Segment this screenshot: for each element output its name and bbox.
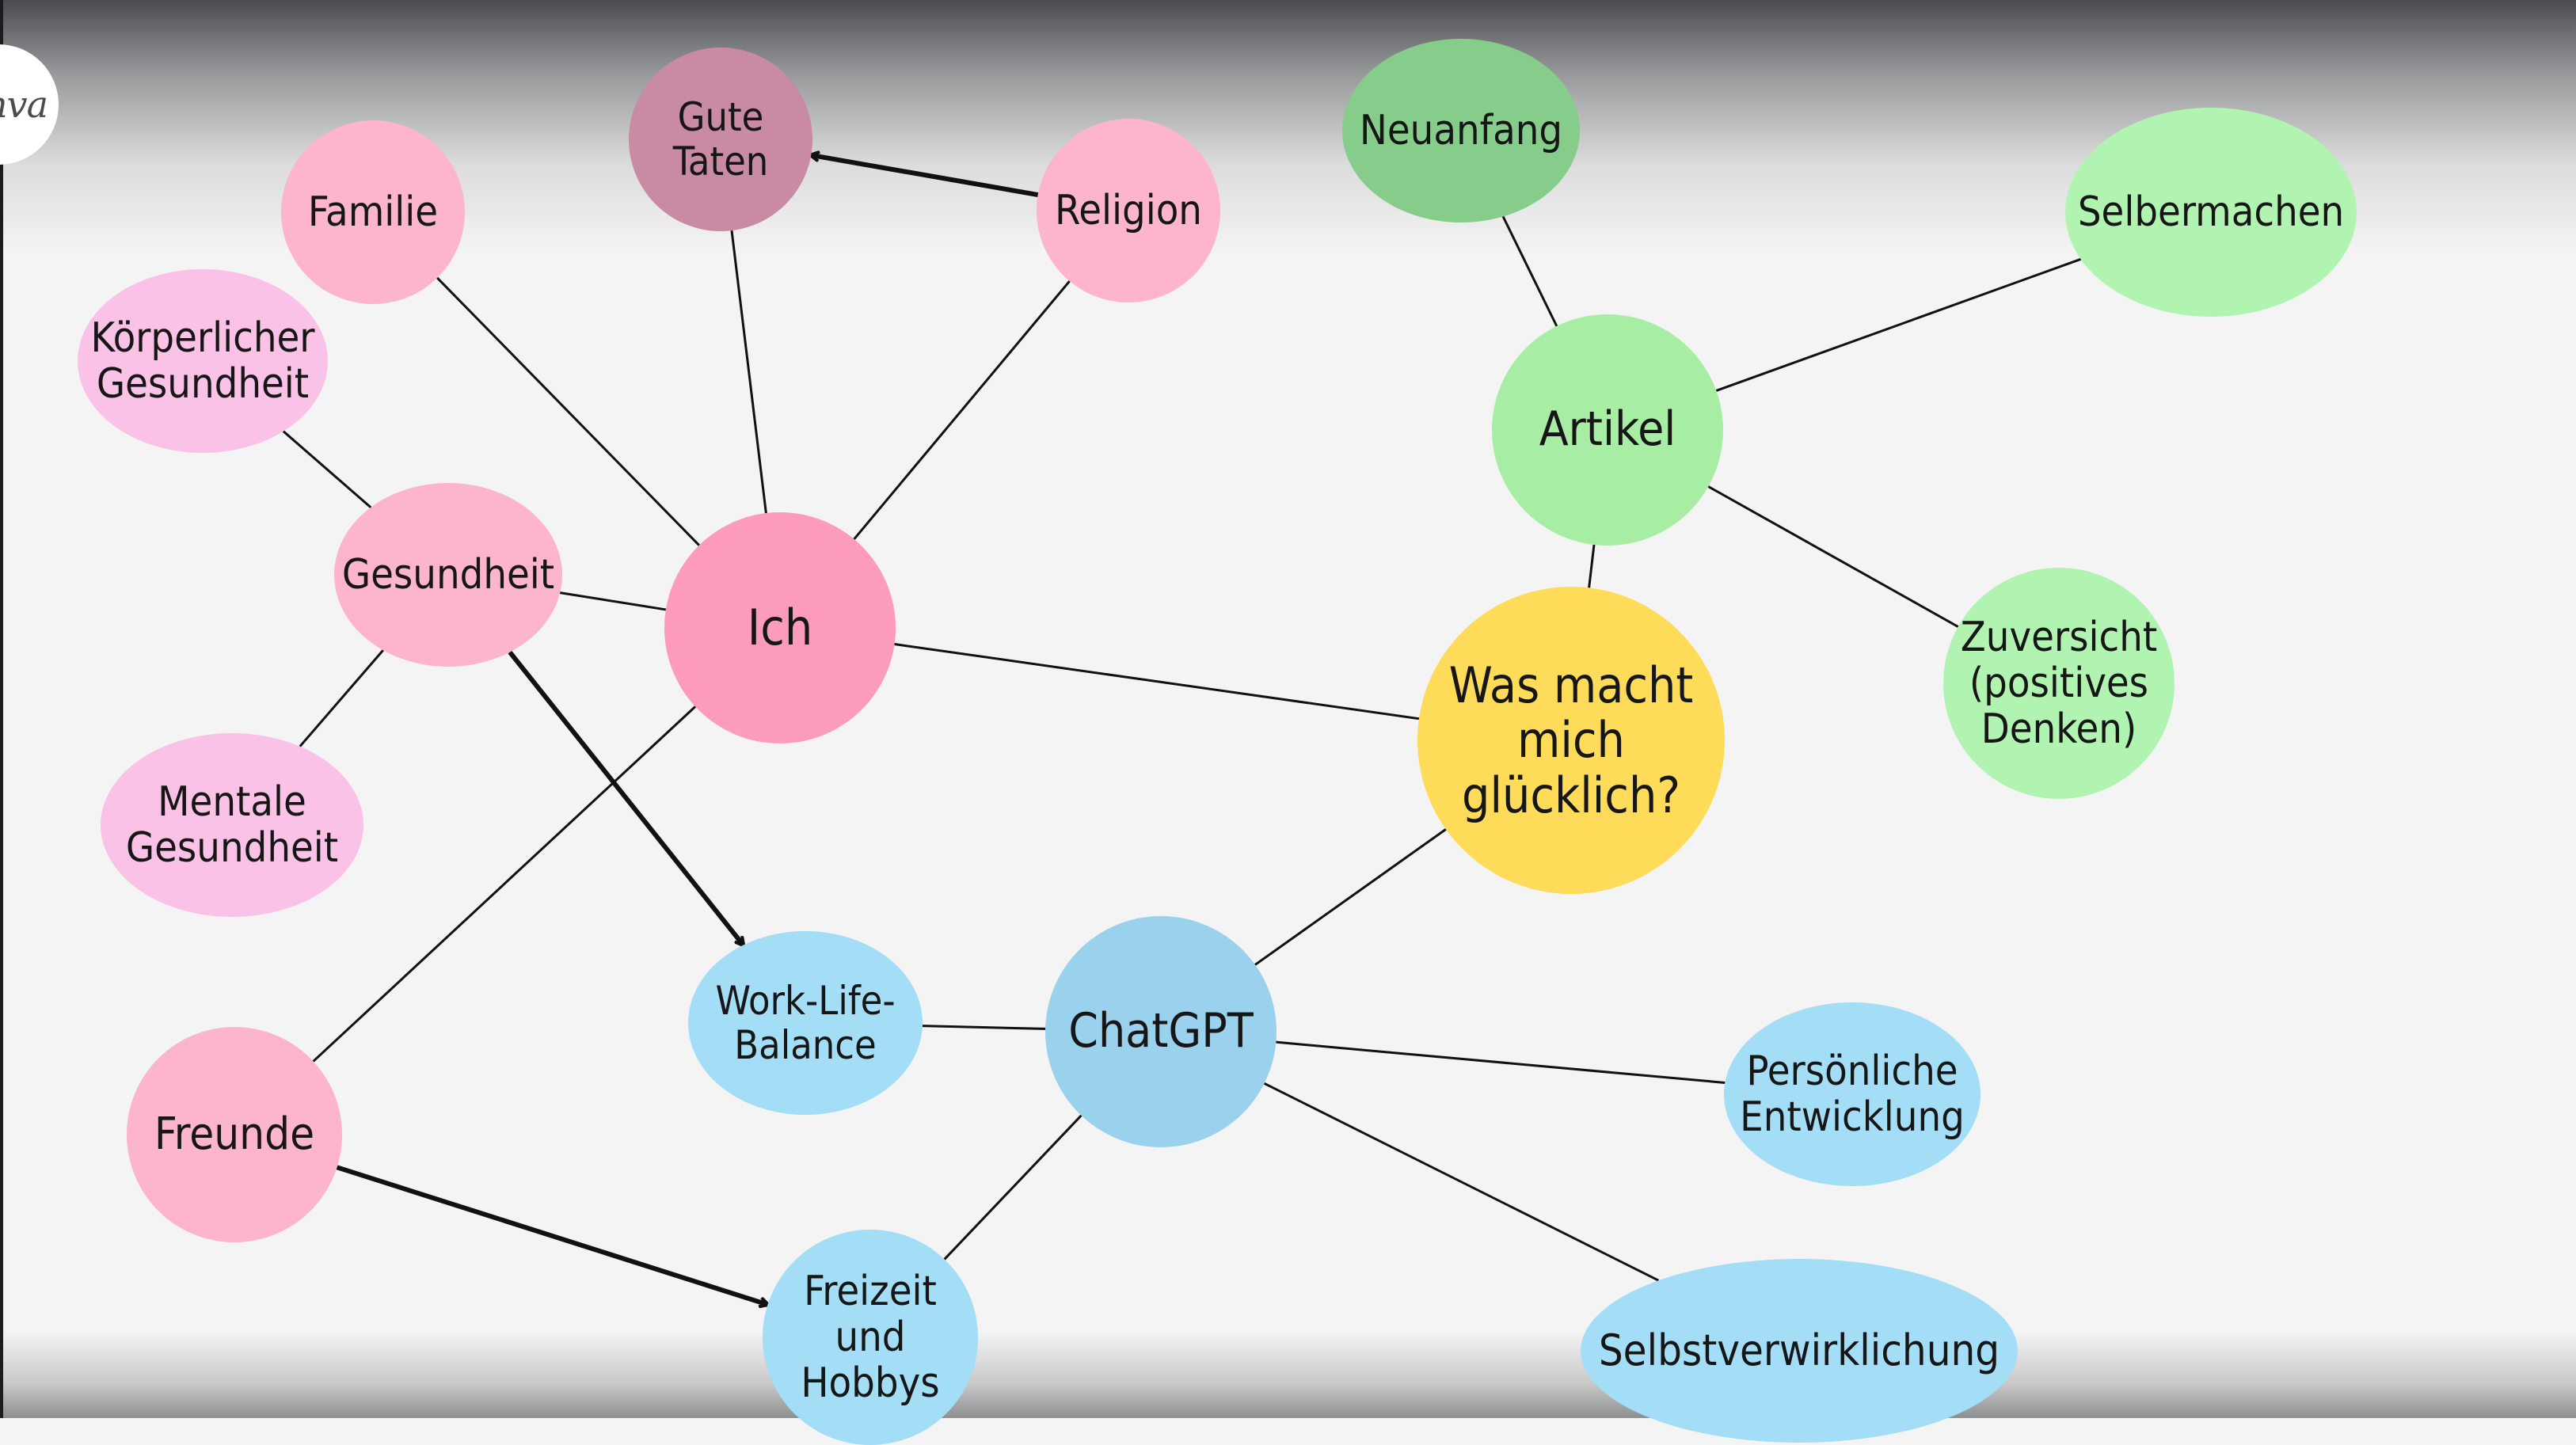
connector-ich-gesundheit (560, 591, 667, 611)
node-label: Gute Taten (672, 94, 769, 184)
connector-ich-religion (853, 280, 1071, 540)
node-gesundheit[interactable]: Gesundheit (334, 483, 562, 667)
node-selbstverwirklichung[interactable]: Selbstverwirklichung (1581, 1259, 2018, 1443)
node-label: Mentale Gesundheit (125, 778, 339, 872)
node-label: Artikel (1539, 401, 1676, 458)
node-koerperlicher-gesundheit[interactable]: Körperlicher Gesundheit (78, 269, 328, 453)
node-label: Familie (307, 188, 439, 236)
node-mentale-gesundheit[interactable]: Mentale Gesundheit (101, 733, 363, 917)
node-gute-taten[interactable]: Gute Taten (629, 48, 812, 231)
node-label: Was macht mich glücklich? (1448, 656, 1694, 824)
node-neuanfang[interactable]: Neuanfang (1342, 39, 1580, 222)
node-label: Ich (747, 599, 813, 657)
node-selbermachen[interactable]: Selbermachen (2065, 108, 2357, 317)
node-label: Freunde (154, 1108, 315, 1160)
arrow-freunde-freizeit (336, 1165, 768, 1304)
node-freunde[interactable]: Freunde (127, 1027, 342, 1242)
node-label: Religion (1055, 186, 1202, 234)
connector-center-chatgpt (1254, 828, 1447, 966)
node-familie[interactable]: Familie (281, 120, 465, 304)
node-zuversicht[interactable]: Zuversicht (positives Denken) (1943, 568, 2175, 799)
node-chatgpt[interactable]: ChatGPT (1045, 916, 1277, 1147)
connector-ich-center (894, 643, 1420, 721)
node-label: Neuanfang (1359, 106, 1563, 154)
node-label: Körperlicher Gesundheit (90, 314, 315, 408)
connector-artikel-neuanfang (1501, 215, 1558, 327)
node-label: Zuversicht (positives Denken) (1960, 613, 2158, 754)
node-artikel[interactable]: Artikel (1492, 314, 1723, 546)
node-freizeit-und-hobbys[interactable]: Freizeit und Hobbys (763, 1230, 978, 1445)
connector-ich-gute_taten (730, 230, 767, 514)
logo-text: nva (0, 83, 48, 126)
node-label: Selbstverwirklichung (1598, 1325, 2000, 1375)
connector-ich-freunde (312, 705, 697, 1063)
node-persoenliche-entwicklung[interactable]: Persönliche Entwicklung (1724, 1002, 1981, 1186)
connector-artikel-zuversicht (1707, 485, 1959, 628)
node-ich[interactable]: Ich (664, 512, 896, 743)
node-label: Persönliche Entwicklung (1740, 1047, 1965, 1141)
connector-chatgpt-persoenliche (1276, 1040, 1726, 1084)
node-label: Freizeit und Hobbys (801, 1267, 940, 1408)
node-label: Selbermachen (2077, 188, 2345, 236)
node-work-life-balance[interactable]: Work-Life- Balance (688, 931, 923, 1115)
arrow-gesundheit-work_life (508, 650, 744, 945)
node-center[interactable]: Was macht mich glücklich? (1417, 587, 1725, 894)
connector-gesundheit-koerperliche (282, 430, 372, 508)
connector-ich-familie (436, 276, 700, 546)
connector-artikel-selbermachen (1715, 257, 2082, 392)
node-label: Work-Life- Balance (715, 978, 896, 1068)
connector-chatgpt-work_life (922, 1025, 1046, 1030)
node-label: Gesundheit (341, 550, 555, 599)
connector-center-artikel (1588, 544, 1596, 588)
node-label: ChatGPT (1068, 1003, 1254, 1059)
left-edge (0, 0, 3, 1418)
bottom-shadow (0, 1331, 2576, 1418)
connector-chatgpt-freizeit (943, 1114, 1083, 1261)
connector-gesundheit-mentale (299, 649, 384, 747)
arrow-religion-gute_taten (811, 155, 1039, 197)
connector-chatgpt-selbstverwirklichung (1263, 1082, 1660, 1282)
node-religion[interactable]: Religion (1037, 119, 1220, 302)
